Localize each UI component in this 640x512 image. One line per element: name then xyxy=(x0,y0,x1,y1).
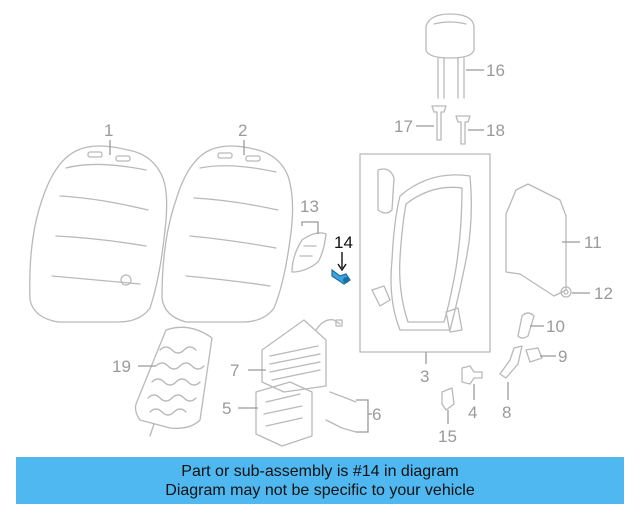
callout-5: 5 xyxy=(222,399,231,418)
part-10-lever-cover xyxy=(517,312,535,339)
callout-3: 3 xyxy=(420,367,429,386)
banner-line-1: Part or sub-assembly is #14 in diagram xyxy=(181,462,459,480)
part-12-clip xyxy=(560,286,572,298)
part-15-bracket xyxy=(441,387,455,411)
callout-1: 1 xyxy=(104,121,113,140)
part-14-bolt xyxy=(331,268,351,285)
part-1-seat-back-cover xyxy=(29,145,168,323)
part-11-back-panel xyxy=(505,183,567,297)
part-17-headrest-guide xyxy=(431,105,447,141)
callout-7: 7 xyxy=(230,361,239,380)
callout-19: 19 xyxy=(112,357,131,376)
callout-13: 13 xyxy=(300,197,319,216)
callout-17: 17 xyxy=(394,117,413,136)
leader-13 xyxy=(301,221,319,234)
part-18-headrest-guide-lock xyxy=(455,115,471,145)
part-6-cables xyxy=(325,391,357,433)
part-19-heater-pad xyxy=(134,326,213,437)
leader-6 xyxy=(356,399,369,433)
part-8-recliner-handle xyxy=(499,345,523,379)
banner-line-2: Diagram may not be specific to your vehi… xyxy=(165,481,475,499)
part-4-bolt xyxy=(461,365,483,385)
part-2-seat-back-cushion xyxy=(161,145,294,323)
callout-2: 2 xyxy=(238,121,247,140)
part-9-cover xyxy=(525,347,543,363)
callout-9: 9 xyxy=(558,347,567,366)
callout-11: 11 xyxy=(584,233,602,252)
callout-18: 18 xyxy=(486,121,505,140)
part-5-lumbar-pad xyxy=(255,381,313,447)
callout-4: 4 xyxy=(468,403,477,422)
part-16-headrest xyxy=(425,13,475,99)
part-13-side-shield xyxy=(291,232,327,273)
callout-15: 15 xyxy=(438,427,457,446)
part-7-lumbar-support xyxy=(261,319,343,393)
callout-10: 10 xyxy=(546,317,565,336)
callout-16: 16 xyxy=(486,61,505,80)
info-banner: Part or sub-assembly is #14 in diagram D… xyxy=(16,457,624,504)
callout-14: 14 xyxy=(334,233,353,252)
callout-8: 8 xyxy=(502,403,511,422)
part-3-seat-back-frame xyxy=(359,153,491,353)
callout-6: 6 xyxy=(372,405,381,424)
callout-12: 12 xyxy=(594,284,613,303)
